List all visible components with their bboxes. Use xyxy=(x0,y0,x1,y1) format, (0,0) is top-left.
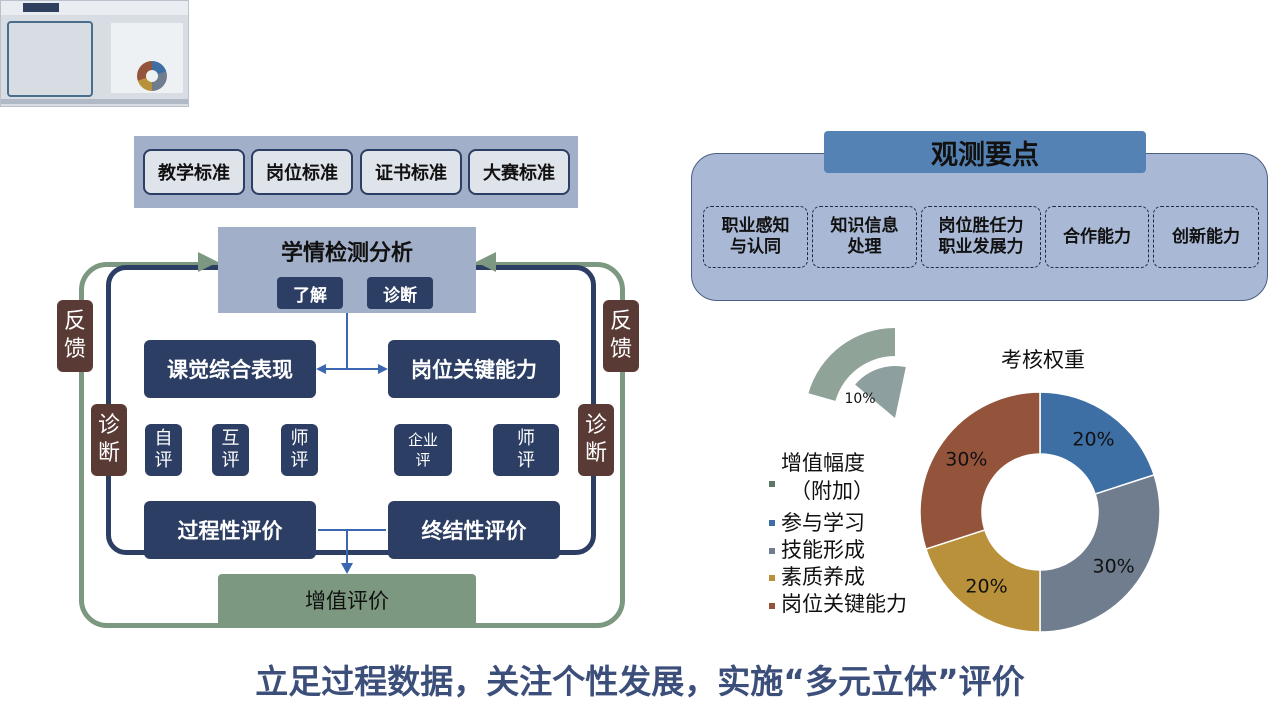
legend-swatch-0 xyxy=(769,481,775,487)
donut-slice-2 xyxy=(924,528,1041,633)
standard-teaching: 教学标准 xyxy=(143,149,245,195)
classroom-performance-box: 课觉综合表现 xyxy=(144,340,316,398)
obs-item-perception: 职业感知与认同 xyxy=(703,206,808,268)
legend-label-1-0: 参与学习 xyxy=(781,511,865,535)
donut-slice-0 xyxy=(1039,391,1156,496)
diagnosis-label-left: 诊断 xyxy=(91,404,127,476)
slide-thumbnail-image xyxy=(0,0,189,107)
arrow-left-into-analysis xyxy=(198,252,218,272)
teacher-eval-box-1: 师评 xyxy=(281,424,318,476)
donut-label-3: 30% xyxy=(945,449,987,471)
extra-outer-arc xyxy=(808,328,895,401)
analysis-title: 学情检测分析 xyxy=(280,241,413,266)
arrow-right-into-analysis xyxy=(476,252,496,272)
legend-label-3-0: 素质养成 xyxy=(781,565,865,589)
donut-label-0: 20% xyxy=(1072,428,1114,450)
position-ability-box: 岗位关键能力 xyxy=(388,340,560,398)
standards-bar: 教学标准 岗位标准 证书标准 大赛标准 xyxy=(134,136,578,208)
diagnose-button: 诊断 xyxy=(367,277,433,309)
legend-swatch-2 xyxy=(769,548,775,554)
standard-position: 岗位标准 xyxy=(251,149,353,195)
legend-swatch-3 xyxy=(769,575,775,581)
obs-item-competence: 岗位胜任力职业发展力 xyxy=(921,206,1041,268)
value-added-eval-box: 增值评价 xyxy=(218,574,476,626)
summary-eval-box: 终结性评价 xyxy=(388,501,560,559)
legend-label-0-1: （附加） xyxy=(790,479,874,503)
obs-item-info-processing: 知识信息处理 xyxy=(812,206,917,268)
enterprise-eval-box: 企业评 xyxy=(394,424,452,476)
observation-panel xyxy=(691,153,1268,301)
obs-item-cooperation: 合作能力 xyxy=(1045,206,1149,268)
donut-label-1: 30% xyxy=(1093,555,1135,577)
diagnosis-label-right: 诊断 xyxy=(578,404,614,476)
observation-title: 观测要点 xyxy=(824,131,1146,173)
arrow-to-classroom xyxy=(316,364,326,374)
footer-slogan: 立足过程数据，关注个性发展，实施“多元立体”评价 xyxy=(255,662,1025,701)
extra-wedge xyxy=(855,366,906,418)
standard-certificate: 证书标准 xyxy=(360,149,462,195)
process-eval-box: 过程性评价 xyxy=(144,501,316,559)
chart-title: 考核权重 xyxy=(1001,348,1085,372)
learning-analysis-box: 学情检测分析 了解 诊断 xyxy=(218,227,476,313)
feedback-label-left: 反馈 xyxy=(57,300,93,372)
understand-button: 了解 xyxy=(277,277,343,309)
legend-label-2-0: 技能形成 xyxy=(781,538,865,562)
donut-slice-1 xyxy=(1039,473,1161,633)
arrow-to-value-eval xyxy=(341,563,353,574)
donut-label-2: 20% xyxy=(965,576,1007,598)
legend-label-4-0: 岗位关键能力 xyxy=(781,592,907,616)
self-eval-box: 自评 xyxy=(145,424,182,476)
peer-eval-box: 互评 xyxy=(212,424,249,476)
feedback-label-right: 反馈 xyxy=(603,300,639,372)
legend-label-0-0: 增值幅度 xyxy=(781,451,865,475)
legend-swatch-1 xyxy=(769,520,775,526)
donut-slice-3 xyxy=(919,391,1041,551)
obs-item-innovation: 创新能力 xyxy=(1153,206,1259,268)
extra-label: 10% xyxy=(844,391,875,407)
arrow-to-position xyxy=(378,364,388,374)
teacher-eval-box-2: 师评 xyxy=(493,424,559,476)
standard-competition: 大赛标准 xyxy=(468,149,570,195)
legend-swatch-4 xyxy=(769,603,775,609)
